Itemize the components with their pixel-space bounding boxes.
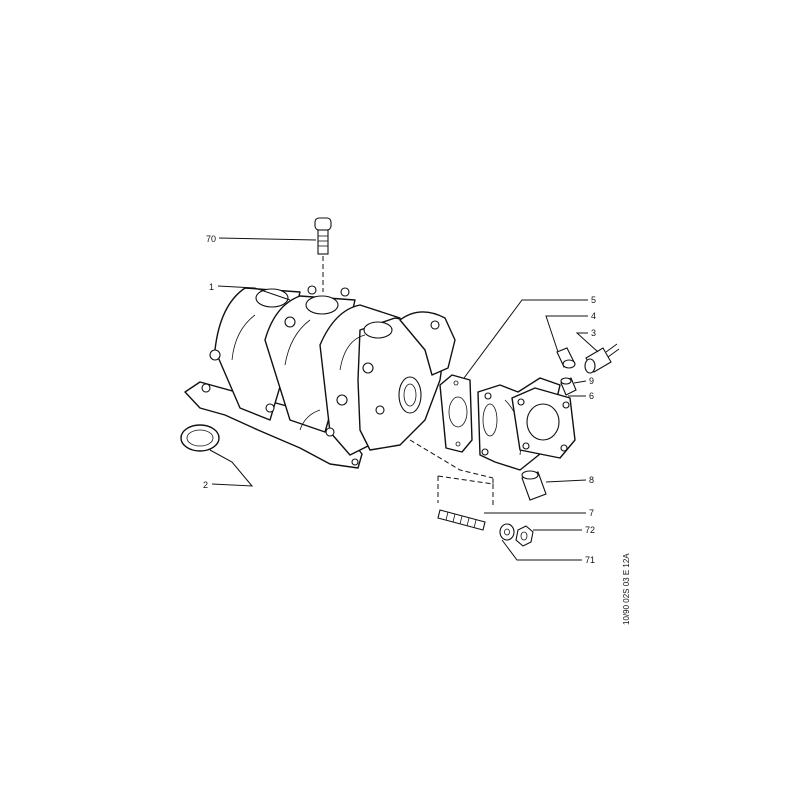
assembly-lines	[409, 439, 494, 505]
callout-7: 7	[589, 508, 594, 518]
callout-8: 8	[589, 475, 594, 485]
part-6-flange	[511, 387, 576, 459]
part-9-plug	[560, 377, 577, 396]
callout-70: 70	[206, 234, 216, 244]
callout-9: 9	[589, 376, 594, 386]
part-70-bolt	[314, 217, 332, 292]
callout-1: 1	[209, 282, 214, 292]
part-1-manifold	[184, 285, 456, 469]
part-72-nut	[515, 525, 534, 547]
part-5-gasket	[439, 374, 473, 453]
part-4-fitting	[556, 347, 576, 369]
leader-lines	[209, 237, 599, 561]
callout-6: 6	[589, 391, 594, 401]
part-2-seal	[180, 424, 220, 452]
callout-4: 4	[591, 311, 596, 321]
part-8-bush	[521, 470, 547, 501]
part-3-fitting	[584, 343, 620, 374]
reference-code: 10/90 02S 03 E 12A	[622, 553, 631, 625]
part-7-stud	[437, 509, 486, 531]
part-71-washer	[499, 523, 515, 541]
callout-72: 72	[585, 525, 595, 535]
callout-2: 2	[203, 480, 208, 490]
callout-71: 71	[585, 555, 595, 565]
callout-3: 3	[591, 328, 596, 338]
callout-5: 5	[591, 295, 596, 305]
callout-labels: 70 1 2 5 4 3 9 6 8 7 72 71	[203, 234, 596, 565]
